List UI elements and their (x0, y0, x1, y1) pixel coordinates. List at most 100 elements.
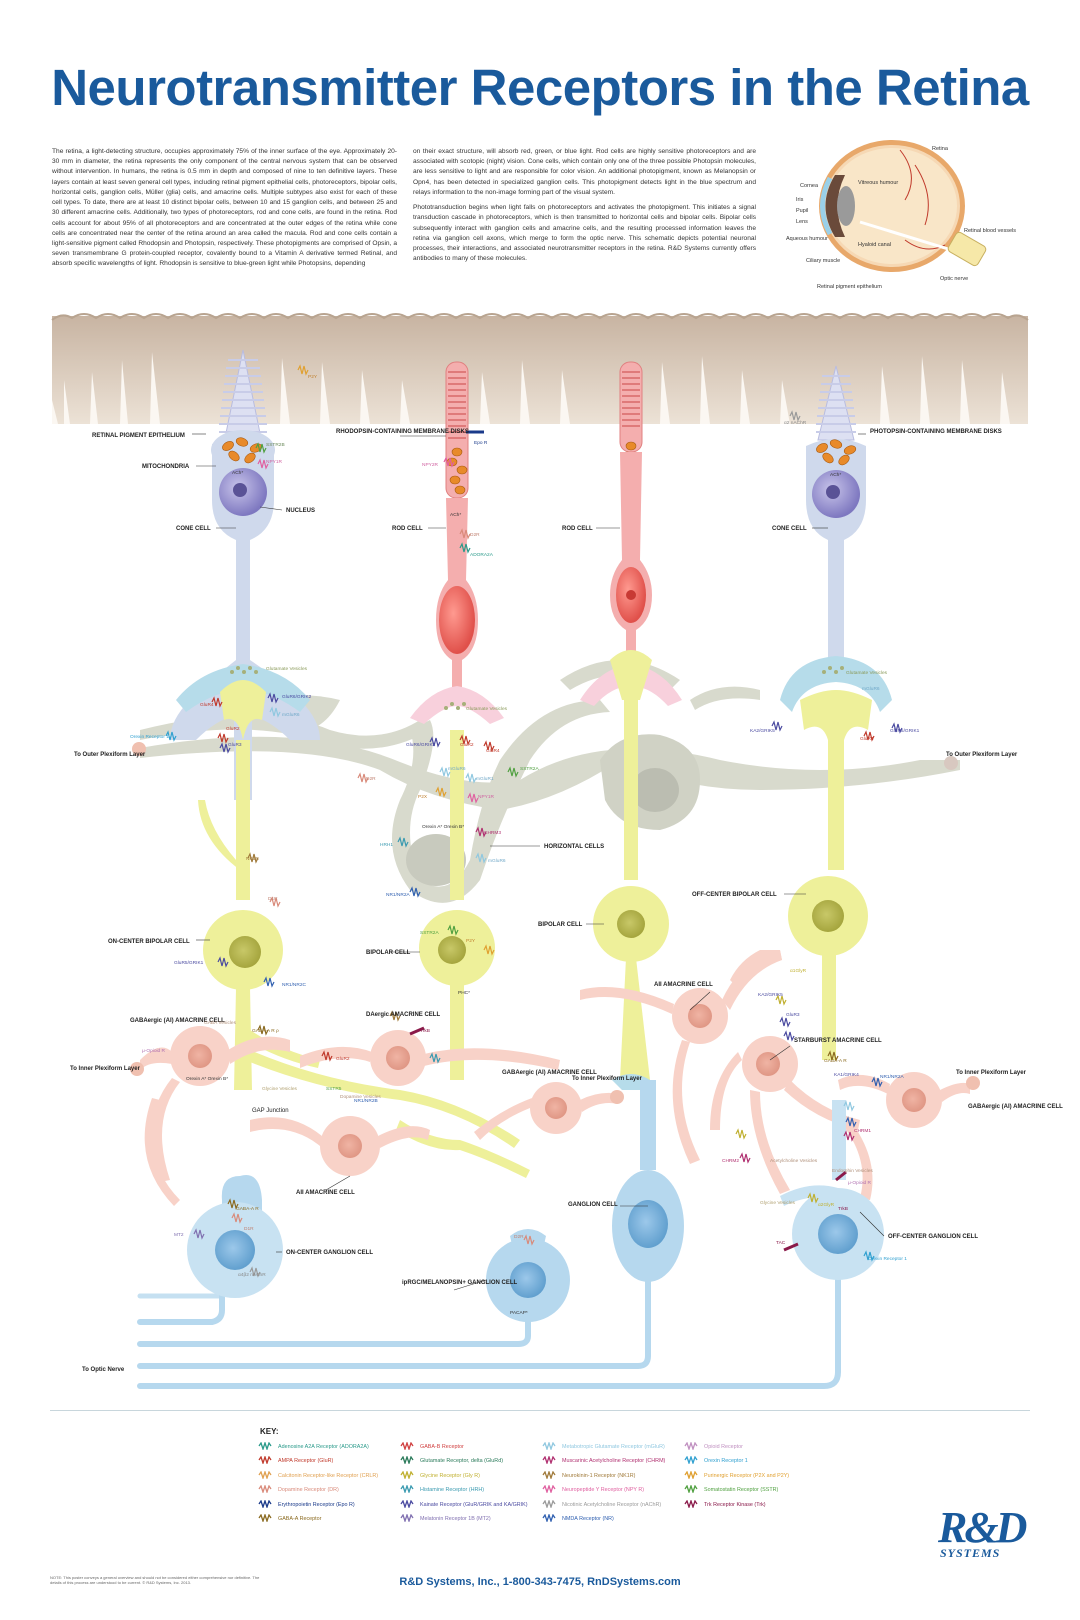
rcp-sstr2a-b: SSTR2A (420, 930, 439, 936)
rcp-glur6b: GluR6/GRIK2 (406, 742, 436, 748)
label-cone-cell-right: CONE CELL (772, 526, 807, 532)
key-item-label: Erythropoietin Receptor (Epo R) (278, 1501, 355, 1508)
rcp-glur4b: GluR4 (486, 748, 500, 754)
label-aii-left: AII AMACRINE CELL (296, 1190, 355, 1196)
rcp-ach-ves: Acetylcholine Vesicles (770, 1158, 818, 1164)
key-item-label: Orexin Receptor 1 (704, 1458, 748, 1465)
rcp-p2y-a: P2Y (308, 374, 318, 380)
rcp-glut-ves-c: Glutamate Vesicles (846, 670, 888, 676)
eye-label-vessels: Retinal blood vessels (964, 228, 1016, 234)
intro-paragraph: on their exact structure, will absorb re… (413, 148, 756, 196)
rcp-ka2: KA2/GRIK5 (750, 728, 775, 734)
key-symbol-icon (400, 1514, 414, 1522)
key-item-label: Metabotropic Glutamate Receptor (mGluR) (562, 1444, 665, 1450)
rcp-mglur6: mGluR6 (282, 712, 300, 718)
rcp-a2glyr: α2GlyR (818, 1202, 835, 1208)
key-item-label: Nicotinic Acetylcholine Receptor (nAChR) (562, 1501, 662, 1508)
label-rhodopsin: RHODOPSIN-CONTAINING MEMBRANE DISKS (336, 429, 469, 435)
logo-main: R&D (938, 1503, 1027, 1552)
rcp-dopamine-ves: Dopamine Vesicles (340, 1094, 381, 1100)
rcp-a2nachr-a: α2 nAChR (784, 420, 807, 426)
label-cone-cell-left: CONE CELL (176, 526, 211, 532)
key-symbol-icon (400, 1470, 414, 1479)
label-starburst: STARBURST AMACRINE CELL (794, 1038, 882, 1044)
key-symbol-icon (684, 1499, 698, 1508)
footer-contact: R&D Systems, Inc., 1-800-343-7475, RnDSy… (399, 1576, 681, 1588)
rcp-glur3b: GluR3 (786, 1012, 800, 1018)
rcp-gabaa: GABA-A R ρ (252, 1028, 279, 1034)
label-to-optic-nerve: To Optic Nerve (82, 1367, 125, 1373)
disclaimer-note: NOTE: This poster conveys a general over… (50, 1575, 260, 1586)
label-to-inner-left: To Inner Plexiform Layer (70, 1066, 141, 1072)
rcp-endorphin-ves: Endorphin Vesicles (832, 1168, 873, 1174)
label-rod-cell-2: ROD CELL (562, 526, 593, 532)
key-symbol-icon (258, 1442, 272, 1450)
label-ganglion: GANGLION CELL (568, 1202, 618, 1208)
label-gabaergic-right: GABAergic (AI) AMACRINE CELL (968, 1104, 1063, 1110)
receptor-glyphs (165, 364, 903, 1278)
rcp-epor: Epo R (474, 440, 488, 446)
key-symbol-icon (542, 1485, 556, 1494)
label-gabaergic-mid: GABAergic (AI) AMACRINE CELL (502, 1070, 597, 1076)
key-item-label: AMPA Receptor (GluR) (278, 1458, 334, 1465)
label-on-bipolar: ON-CENTER BIPOLAR CELL (108, 939, 190, 945)
rcp-opioid: μ-Opioid R (142, 1048, 166, 1054)
label-bipolar-cell-1: BIPOLAR CELL (366, 950, 411, 956)
rcp-adora2a: ADORA2A (470, 552, 494, 558)
rcp-sstr5: SSTR5 (326, 1086, 342, 1092)
key-item-label: Trk Receptor Kinase (Trk) (704, 1501, 766, 1508)
rcp-glur2b: GluR2 (460, 742, 474, 748)
rcp-glur2c: GluR2 (336, 1056, 350, 1062)
rcp-d2r-c: D2R (514, 1234, 524, 1240)
rcp-ach-a: ACh* (232, 470, 243, 476)
eye-label-aqueous: Aqueous humour (786, 236, 828, 242)
key-symbol-icon (258, 1456, 272, 1465)
vesicle-dots (230, 666, 844, 710)
amacrine-cells (140, 950, 970, 1206)
rcp-glur5: GluR5/GRIK1 (890, 728, 920, 734)
label-iprgc: ipRGC/MELANOPSIN+ GANGLION CELL (402, 1280, 518, 1286)
label-to-outer-left: To Outer Plexiform Layer (74, 752, 146, 758)
rcp-sstr2a: SSTR2A (520, 766, 539, 772)
rcp-glycine-ves-b: Glycine Vesicles (760, 1200, 796, 1206)
rcp-hrh1: HRH1 (380, 842, 393, 848)
label-rod-cell-1: ROD CELL (392, 526, 423, 532)
key-symbol-icon (258, 1499, 272, 1508)
rcp-phc: PHC* (458, 990, 470, 996)
rcp-mglur6c: mGluR6 (488, 858, 506, 864)
rcp-trkb-b: TrkB (838, 1206, 848, 1212)
cone-cell-left (170, 349, 320, 800)
eye-label-ciliary: Ciliary muscle (806, 258, 840, 264)
rcp-d1r-b: D1R (244, 1226, 254, 1232)
key-title: KEY: (260, 1427, 279, 1436)
rcp-a4nachr: α4β2 nAChR (238, 1272, 266, 1278)
intro-column-1: The retina, a light-detecting structure,… (52, 147, 397, 275)
label-aii-right: AII AMACRINE CELL (654, 982, 713, 988)
key-symbol-icon (258, 1485, 272, 1494)
rpe-band (51, 313, 1029, 424)
key-item-label: Melatonin Receptor 1B (MT2) (420, 1516, 491, 1522)
eye-label-pupil: Pupil (796, 208, 808, 214)
label-gabaergic-left: GABAergic (AI) AMACRINE CELL (130, 1018, 225, 1024)
rcp-orexin1-b: Orexin Receptor 1 (868, 1256, 907, 1262)
rcp-d2r-a: D2R (470, 532, 480, 538)
key-symbol-icon (684, 1442, 698, 1450)
rcp-p2y-b: P2Y (466, 938, 476, 944)
logo-sub: SYSTEMS (940, 1546, 1001, 1560)
key-item-label: Muscarinic Acetylcholine Receptor (CHRM) (562, 1458, 666, 1465)
rcp-tac: TAC (776, 1240, 786, 1246)
key-symbol-icon (684, 1456, 698, 1465)
rcp-pacap: PACAP* (510, 1310, 528, 1316)
rcp-mt2: MT2 (174, 1232, 184, 1238)
rcp-gabaar: GABA-A R (824, 1058, 847, 1064)
eye-inset: Retina Cornea Vitreous humour Iris Pupil… (786, 140, 1016, 290)
key-symbol-icon (258, 1514, 272, 1522)
rcp-orexinab: Orexin A* Orexin B* (186, 1076, 228, 1082)
rcp-mglur6d: mGluR6 (862, 686, 880, 692)
key-item-label: Glycine Receptor (Gly R) (420, 1472, 480, 1479)
eye-label-cornea: Cornea (800, 183, 819, 189)
key-item-label: Glutamate Receptor, delta (GluRd) (420, 1458, 503, 1465)
rcp-gaba-ves: GABA Vesicles (204, 1020, 237, 1026)
rcp-ka1: KA1/GRIK4 (834, 1072, 859, 1078)
